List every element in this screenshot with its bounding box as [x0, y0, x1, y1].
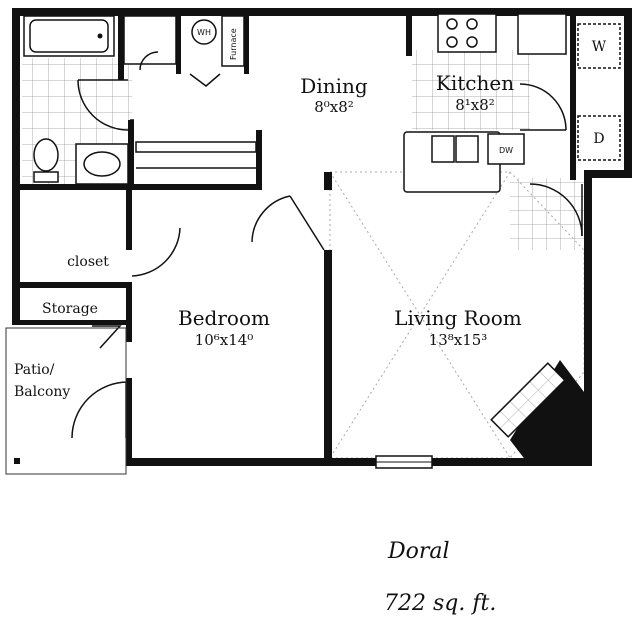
bathtub [23, 15, 115, 57]
utility-closet-door[interactable] [189, 73, 221, 87]
kitchen-counter: DW [403, 131, 525, 193]
interior-walls [12, 8, 576, 466]
washer: W [577, 23, 621, 69]
plan-name: Doral [387, 539, 450, 564]
bathroom-sink [75, 143, 129, 185]
exterior-walls [12, 8, 632, 466]
refrigerator [517, 13, 567, 55]
dining-dimensions: 8⁰x8² [314, 98, 354, 116]
entry-tile-floor [510, 178, 584, 250]
water-heater: WH [191, 19, 217, 45]
bedroom-door[interactable] [289, 195, 325, 251]
kitchen-label: Kitchen [436, 71, 514, 95]
living-room-ceiling-lines [329, 171, 585, 459]
entry-door-swing [529, 183, 583, 237]
patio-balcony-outline [5, 327, 127, 475]
toilet [33, 138, 59, 183]
living-room-window [375, 455, 433, 469]
dining-label: Dining [300, 74, 368, 98]
furnace-label: Furnace [229, 28, 238, 60]
bedroom-door-swing [251, 195, 291, 243]
dishwasher-label: DW [499, 146, 513, 155]
closet-door-swing [131, 227, 181, 277]
fireplace [490, 360, 584, 466]
closet-label: closet [67, 254, 109, 270]
furnace: Furnace [221, 15, 245, 67]
patio-door-swing [71, 381, 129, 439]
dryer-label: D [593, 131, 604, 147]
water-heater-label: WH [197, 28, 211, 37]
bedroom-label: Bedroom [178, 306, 270, 330]
kitchen-dimensions: 8¹x8² [455, 96, 495, 114]
kitchen-tile-floor [412, 50, 530, 130]
washer-label: W [592, 39, 607, 55]
patio-label-line2: Balcony [14, 384, 70, 400]
storage-door[interactable] [92, 325, 122, 349]
patio-post [14, 458, 20, 464]
bathroom-door-swing [77, 79, 129, 131]
stove [437, 13, 497, 53]
hall-closet-shelf [135, 141, 257, 169]
storage-label: Storage [42, 301, 98, 317]
dryer: D [577, 115, 621, 161]
living-room-dimensions: 13⁸x15³ [429, 331, 488, 349]
living-room-label: Living Room [394, 306, 522, 330]
pantry-door-swing [519, 83, 567, 131]
bedroom-dimensions: 10⁶x14⁰ [195, 331, 254, 349]
linen-closet [123, 15, 177, 121]
patio-label-line1: Patio/ [14, 362, 55, 378]
plan-area: 722 sq. ft. [384, 591, 496, 616]
